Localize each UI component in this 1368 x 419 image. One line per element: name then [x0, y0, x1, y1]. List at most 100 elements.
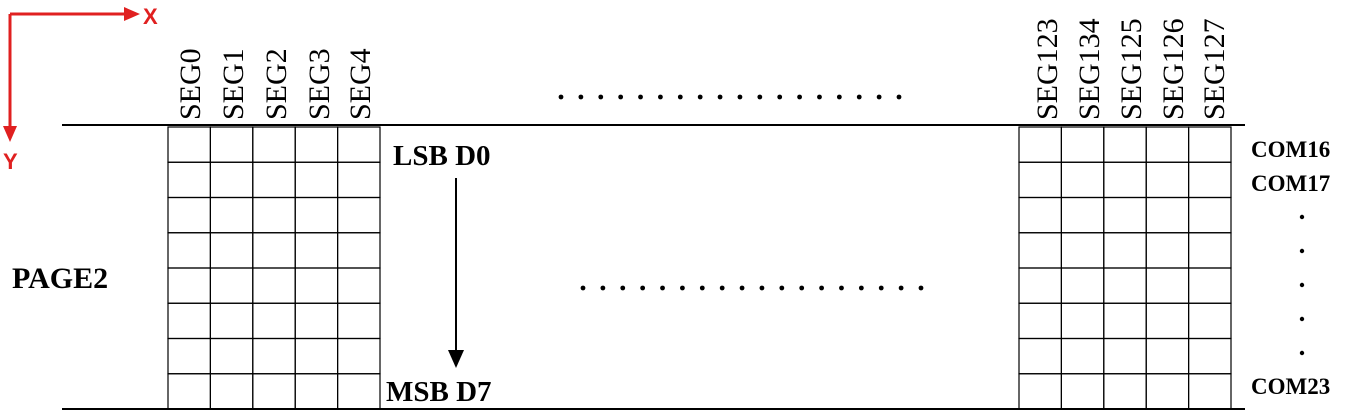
grid-cell [1060, 267, 1105, 304]
grid-cell [1145, 161, 1190, 199]
grid-cell [252, 337, 296, 375]
grid-cell [252, 302, 296, 340]
grid-cell [337, 232, 381, 269]
grid-cell [1103, 196, 1147, 234]
segment-label: SEG2 [260, 48, 293, 120]
right-segment-labels: SEG123 SEG134 SEG125 SEG126 SEG127 [1031, 18, 1231, 120]
grid-cell [167, 267, 212, 304]
grid-cell [252, 126, 296, 163]
grid-cell [1103, 232, 1147, 269]
ellipsis-dot [638, 94, 643, 100]
grid-cell [209, 232, 254, 269]
segment-label: SEG127 [1198, 18, 1231, 120]
ellipsis-dot [858, 285, 864, 291]
grid-cell [209, 302, 254, 340]
ellipsis-dot [658, 94, 663, 100]
grid-cell [1060, 196, 1105, 234]
top-ellipsis-dots [558, 94, 902, 100]
grid-cell [1187, 232, 1232, 269]
grid-cell [1060, 373, 1105, 410]
grid-cell [252, 232, 296, 269]
ellipsis-dot [819, 285, 824, 291]
grid-cell [1060, 161, 1105, 199]
grid-cell [294, 126, 339, 163]
grid-cell [209, 196, 254, 234]
grid-cell [337, 373, 381, 410]
ellipsis-dot [677, 94, 683, 100]
ellipsis-dot [759, 285, 765, 291]
grid-cell [1060, 337, 1105, 375]
grid-cell [1018, 232, 1063, 269]
grid-cell [294, 373, 339, 410]
grid-cell [1145, 373, 1190, 410]
grid-cell [209, 126, 254, 163]
grid-cell [1018, 337, 1063, 375]
grid-cell [1103, 373, 1147, 410]
grid-cell [1103, 302, 1147, 340]
grid-cell [1103, 267, 1147, 304]
grid-cell [337, 302, 381, 340]
ellipsis-dot [797, 94, 802, 100]
grid-cell [294, 337, 339, 375]
grid-cell [337, 337, 381, 375]
grid-cell [167, 337, 212, 375]
ellipsis-dot [697, 94, 703, 100]
grid-cell [337, 196, 381, 234]
ellipsis-dot [836, 94, 842, 100]
segment-label: SEG4 [344, 48, 377, 120]
ellipsis-dot [717, 94, 723, 100]
ellipsis-dot [660, 285, 665, 291]
grid-cell [1018, 267, 1063, 304]
grid-cell [294, 267, 339, 304]
grid-cell [1145, 196, 1190, 234]
ellipsis-dot [777, 94, 783, 100]
ellipsis-dot [618, 94, 624, 100]
ellipsis-dot [699, 285, 705, 291]
grid-cell [167, 302, 212, 340]
lsb-d0-label: LSB D0 [393, 140, 491, 172]
grid-cell [1187, 161, 1232, 199]
grid-cell [1145, 267, 1190, 304]
grid-cell [252, 267, 296, 304]
grid-cell [294, 196, 339, 234]
grid-cell [167, 161, 212, 199]
left-segment-grid [167, 126, 381, 410]
ellipsis-dot [739, 285, 745, 291]
ellipsis-dot [839, 285, 844, 291]
grid-cell [1018, 302, 1063, 340]
ellipsis-dot [898, 285, 904, 291]
grid-cell [1103, 337, 1147, 375]
grid-cell [1018, 161, 1063, 199]
grid-cell [337, 161, 381, 199]
ellipsis-dot [896, 94, 902, 100]
grid-cell [1060, 126, 1105, 163]
ellipsis-dot [918, 285, 924, 291]
x-axis-arrowhead [124, 7, 140, 21]
grid-cell [1103, 126, 1147, 163]
ellipsis-dot [558, 94, 564, 100]
grid-cell [294, 302, 339, 340]
com-ellipsis-dot [1299, 248, 1305, 254]
ellipsis-dot [876, 94, 882, 100]
grid-cell [1145, 126, 1190, 163]
ellipsis-dot [578, 94, 584, 100]
ellipsis-dot [737, 94, 743, 100]
com-last-label: COM23 [1251, 374, 1330, 399]
grid-cell [167, 126, 212, 163]
grid-cell [1187, 302, 1232, 340]
grid-cell [209, 161, 254, 199]
y-axis-label: Y [3, 149, 18, 174]
ellipsis-dot [878, 285, 884, 291]
grid-cell [252, 196, 296, 234]
grid-cell [167, 196, 212, 234]
ellipsis-dot [799, 285, 805, 291]
grid-cell [1187, 126, 1232, 163]
grid-cell [1187, 337, 1232, 375]
msb-d7-label: MSB D7 [386, 376, 492, 408]
grid-cell [209, 337, 254, 375]
page-label: PAGE2 [12, 262, 108, 295]
com-ellipsis-dot [1299, 214, 1305, 220]
coordinate-axes: X Y [3, 4, 158, 174]
ellipsis-dot [600, 285, 606, 291]
